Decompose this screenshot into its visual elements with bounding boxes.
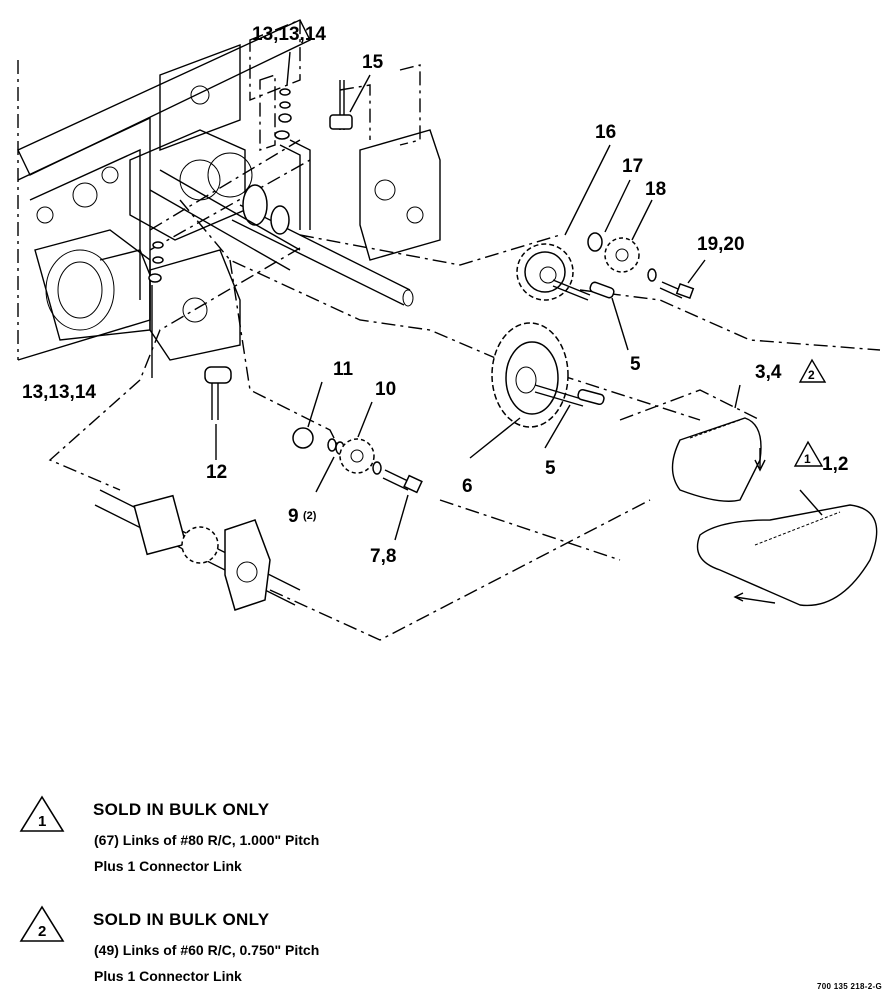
svg-text:2: 2 [38, 923, 46, 940]
callout-9: 9 [288, 506, 299, 527]
note-2-line-2: Plus 1 Connector Link [94, 968, 242, 984]
callout-9-quantity: (2) [303, 510, 317, 522]
note-1-title: SOLD IN BULK ONLY [93, 800, 270, 819]
callout-7-8: 7,8 [370, 546, 396, 567]
spacer-sprocket-bolt-upper [587, 232, 695, 300]
note-2-title: SOLD IN BULK ONLY [93, 910, 270, 929]
note-2: 2 SOLD IN BULK ONLY (49) Links of #60 R/… [18, 898, 618, 998]
note-1-triangle-icon: 1 [19, 795, 65, 832]
callout-labels: 13,13,14 15 16 17 18 19,20 5 3,4 13,13,1… [22, 24, 848, 567]
callout-13-13-14-left: 13,13,14 [22, 382, 96, 403]
callout-15: 15 [362, 52, 384, 73]
idler-sprocket-group [292, 427, 423, 494]
figure-code: 700 135 218-2-G [817, 982, 882, 991]
callout-5-upper: 5 [630, 354, 641, 375]
machine-frame [17, 18, 441, 361]
notes-section: 1 SOLD IN BULK ONLY (67) Links of #80 R/… [18, 788, 618, 998]
top-hardware [148, 80, 353, 283]
callout-5-lower: 5 [545, 458, 556, 479]
note-1-line-2: Plus 1 Connector Link [94, 858, 242, 874]
note-1-flag-diagram: 1 [793, 440, 824, 467]
callout-12: 12 [206, 462, 227, 483]
note-2-triangle-icon [798, 358, 827, 383]
callout-11: 11 [333, 359, 354, 380]
callout-13-13-14-top: 13,13,14 [252, 24, 326, 45]
note-1-triangle-icon [793, 440, 824, 467]
callout-16: 16 [595, 122, 616, 143]
callout-3-4: 3,4 [755, 362, 782, 383]
callout-18: 18 [645, 179, 666, 200]
callout-17: 17 [622, 156, 643, 177]
dashed-reference-lines [48, 199, 881, 641]
sprocket-6 [491, 322, 605, 428]
note-1-line-1: (67) Links of #80 R/C, 1.000" Pitch [94, 832, 320, 848]
svg-text:1: 1 [804, 452, 811, 466]
note-2-triangle-icon: 2 [19, 905, 65, 942]
callout-19-20: 19,20 [697, 234, 745, 255]
rod-12 [204, 366, 232, 420]
sprocket-16 [516, 243, 615, 301]
callout-6: 6 [462, 476, 473, 497]
note-1: 1 SOLD IN BULK ONLY (67) Links of #80 R/… [18, 788, 618, 888]
callout-1-2: 1,2 [822, 454, 848, 475]
svg-text:1: 1 [38, 813, 46, 830]
note-2-flag-diagram: 2 [798, 358, 827, 383]
chain-3-4 [671, 417, 766, 502]
lower-shaft-assembly [94, 489, 301, 611]
svg-text:2: 2 [808, 368, 815, 382]
callout-10: 10 [375, 379, 396, 400]
leader-lines [151, 51, 823, 541]
note-2-line-1: (49) Links of #60 R/C, 0.750" Pitch [94, 942, 320, 958]
chain-1-2 [696, 504, 878, 607]
